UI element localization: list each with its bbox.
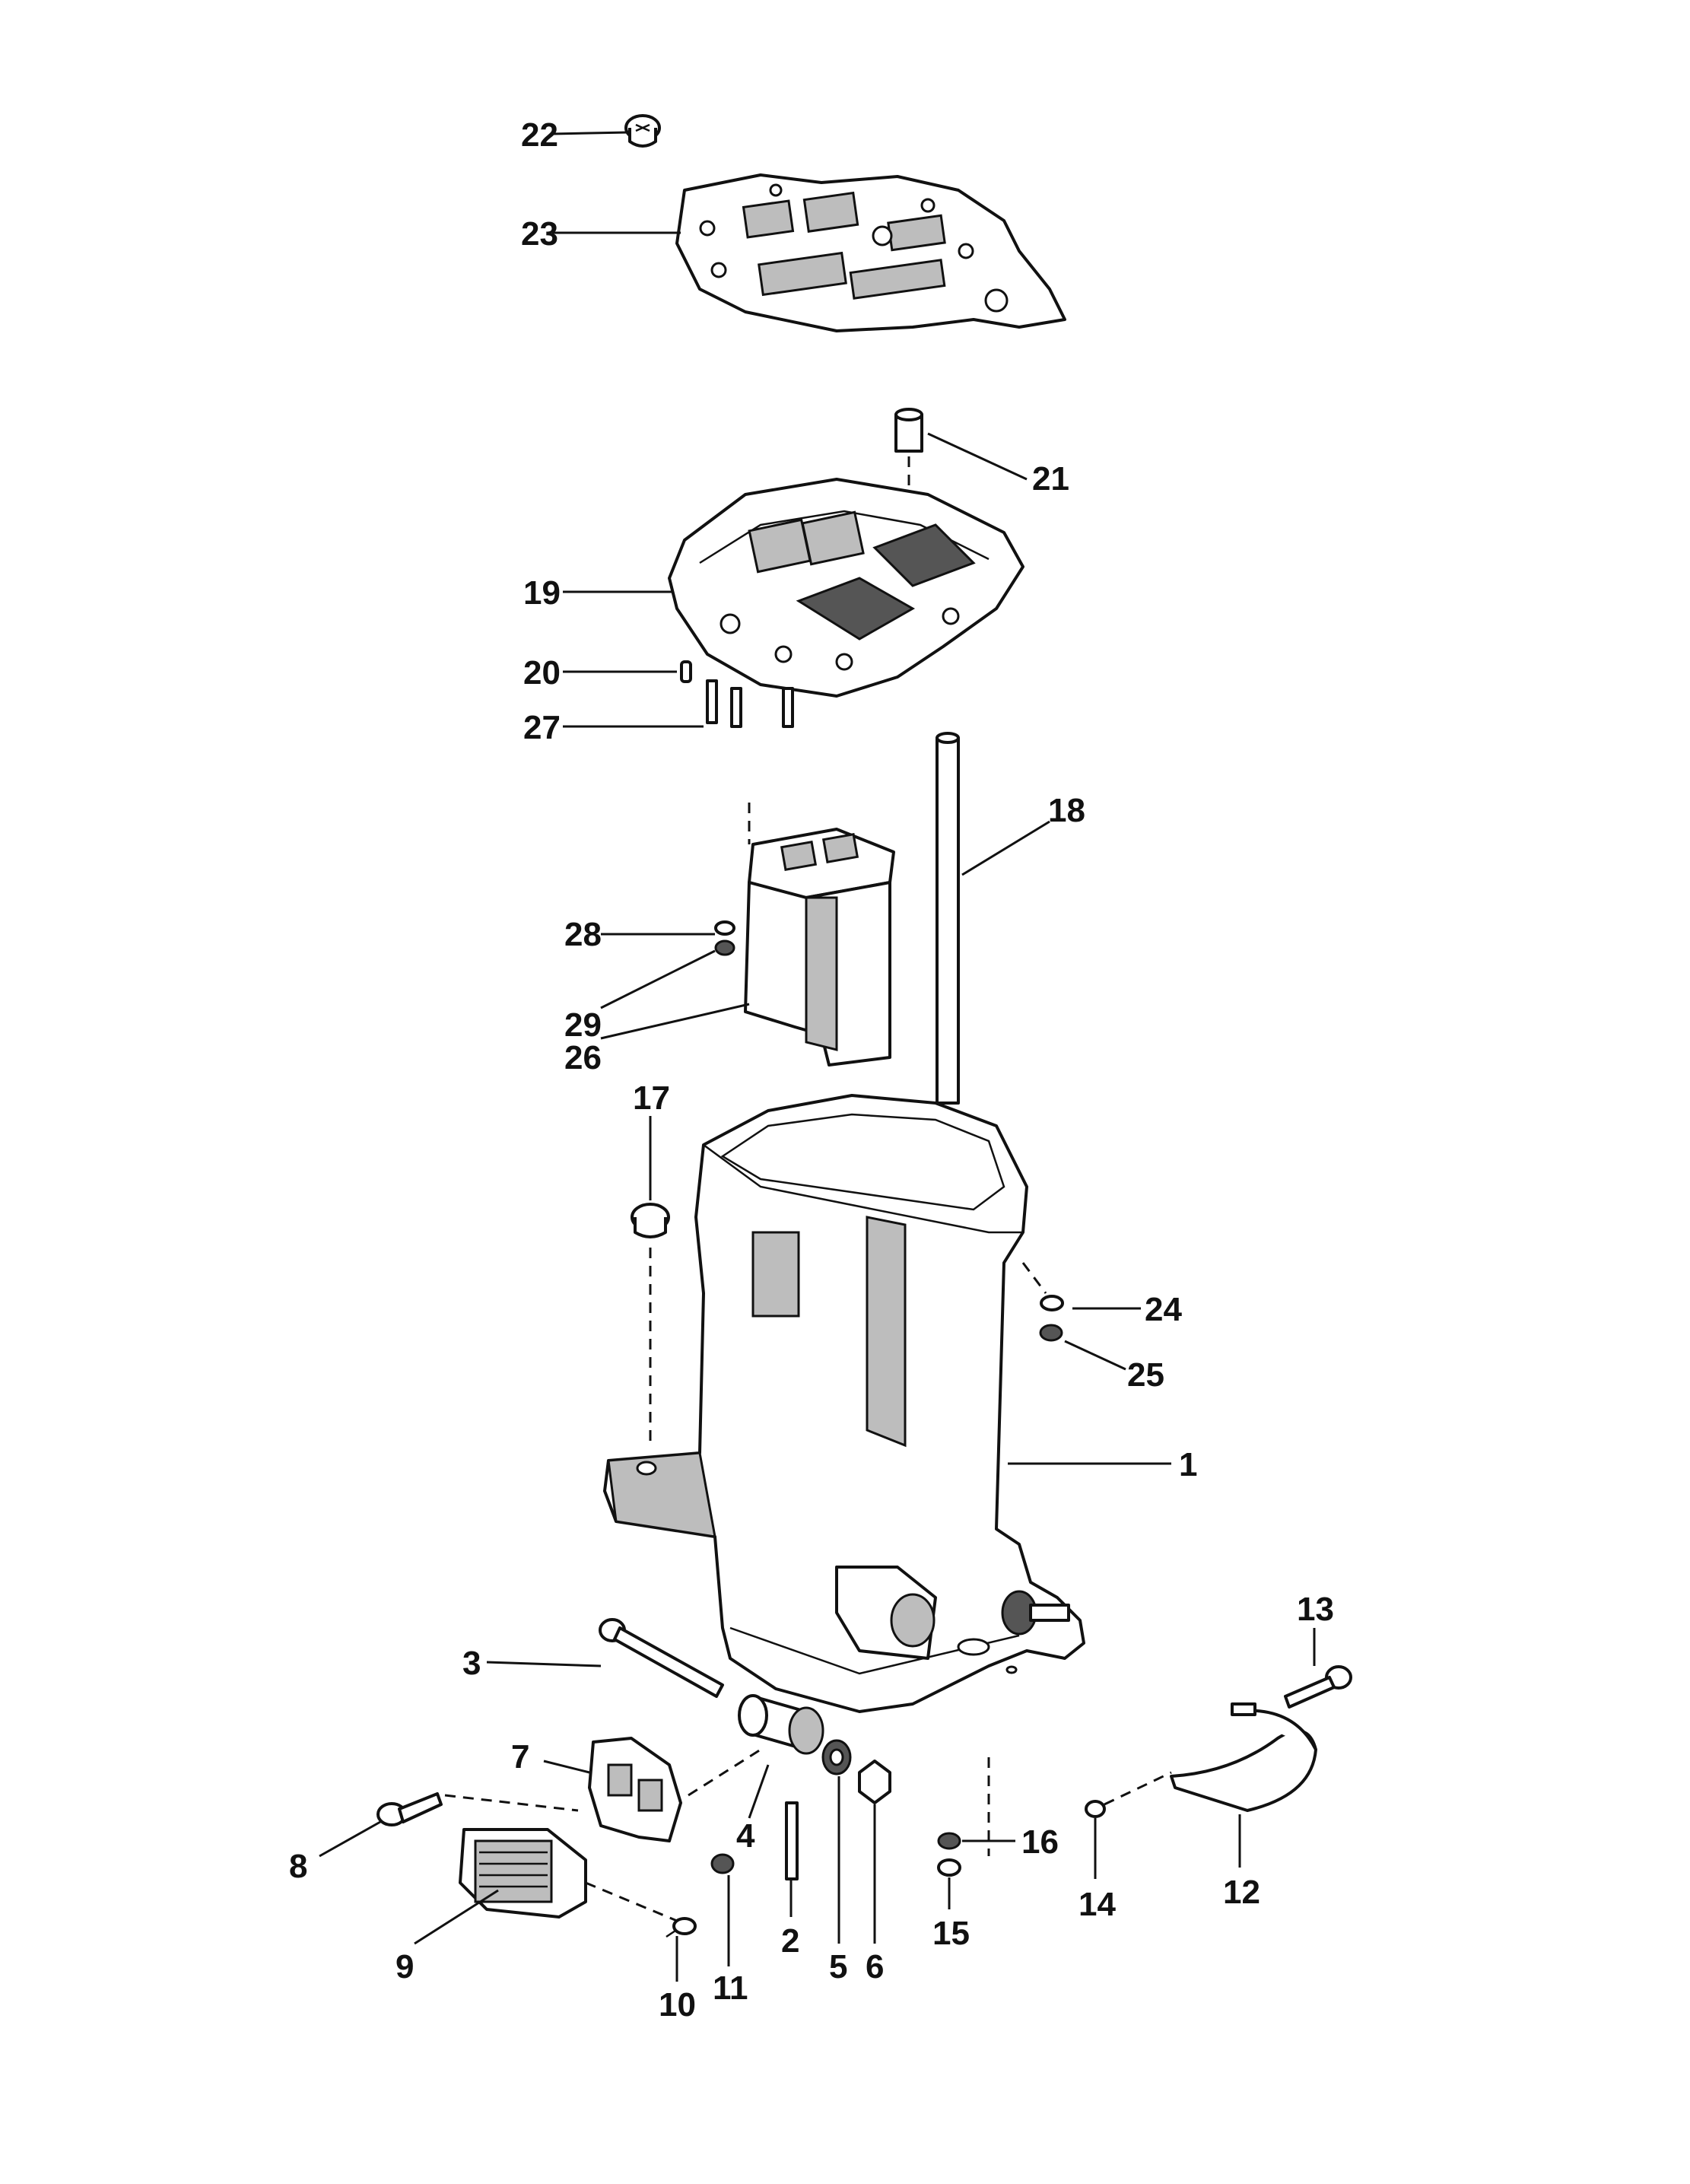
callout-12: 12: [1223, 1874, 1260, 1911]
part-21-sleeve: [894, 408, 923, 517]
callout-26: 26: [564, 1039, 602, 1076]
callout-7: 7: [511, 1738, 529, 1775]
callout-23: 23: [521, 215, 558, 253]
part-14-washer: [1085, 1771, 1172, 1818]
callout-2: 2: [781, 1922, 799, 1960]
part-19-adapter-plate: [668, 478, 1024, 728]
part-13-bolt: [1284, 1665, 1352, 1709]
part-8-screw: [376, 1792, 579, 1826]
leader-lines: [319, 131, 1316, 1982]
part-9-cover-plate: [459, 1828, 678, 1922]
callout-6: 6: [866, 1948, 884, 1985]
callout-17: 17: [633, 1079, 670, 1117]
callout-29: 29: [564, 1006, 602, 1044]
part-26-exhaust-tube: [714, 803, 895, 1067]
part-23-gasket: [675, 173, 1066, 332]
callout-11: 11: [713, 1969, 748, 2007]
part-11-insert: [710, 1853, 735, 1874]
callout-19: 19: [523, 574, 561, 612]
part-6-nut: [858, 1760, 891, 1804]
callout-9: 9: [395, 1948, 414, 1985]
callout-labels: 22 23 21 19 20 27 18 28 29 26 17 24 25 1…: [289, 116, 1334, 2023]
part-20-dowel-pin: [680, 660, 692, 683]
part-22-screw: [624, 114, 661, 148]
part-16-nut: [937, 1757, 990, 1856]
callout-27: 27: [523, 709, 561, 746]
callout-18: 18: [1048, 792, 1085, 829]
callout-28: 28: [564, 916, 602, 953]
part-2-stud: [785, 1801, 799, 1880]
callout-8: 8: [289, 1848, 307, 1885]
callout-4: 4: [736, 1817, 755, 1855]
callout-16: 16: [1021, 1823, 1059, 1861]
part-10-screw: [666, 1917, 697, 1938]
callout-13: 13: [1297, 1591, 1334, 1628]
part-12-strap: [1170, 1702, 1317, 1812]
part-3-bolt: [599, 1618, 724, 1698]
part-25-nut: [1039, 1324, 1063, 1342]
callout-21: 21: [1032, 460, 1069, 498]
part-4-mount: [738, 1694, 824, 1755]
callout-20: 20: [523, 654, 561, 691]
callout-5: 5: [829, 1948, 847, 1985]
part-17-plug: [631, 1203, 670, 1445]
callout-10: 10: [659, 1986, 696, 2023]
part-7-bracket: [588, 1737, 761, 1842]
callout-15: 15: [932, 1915, 970, 1952]
callout-24: 24: [1145, 1291, 1182, 1328]
callout-3: 3: [462, 1645, 481, 1682]
part-5-washer: [821, 1739, 852, 1775]
callout-1: 1: [1179, 1446, 1197, 1483]
part-18-tube: [936, 732, 960, 1141]
part-1-driveshaft-housing: [603, 1094, 1085, 1713]
callout-22: 22: [521, 116, 558, 154]
callout-25: 25: [1127, 1356, 1164, 1394]
callout-14: 14: [1078, 1886, 1116, 1923]
part-15-washer: [937, 1858, 961, 1877]
part-24-washer: [1021, 1262, 1064, 1311]
